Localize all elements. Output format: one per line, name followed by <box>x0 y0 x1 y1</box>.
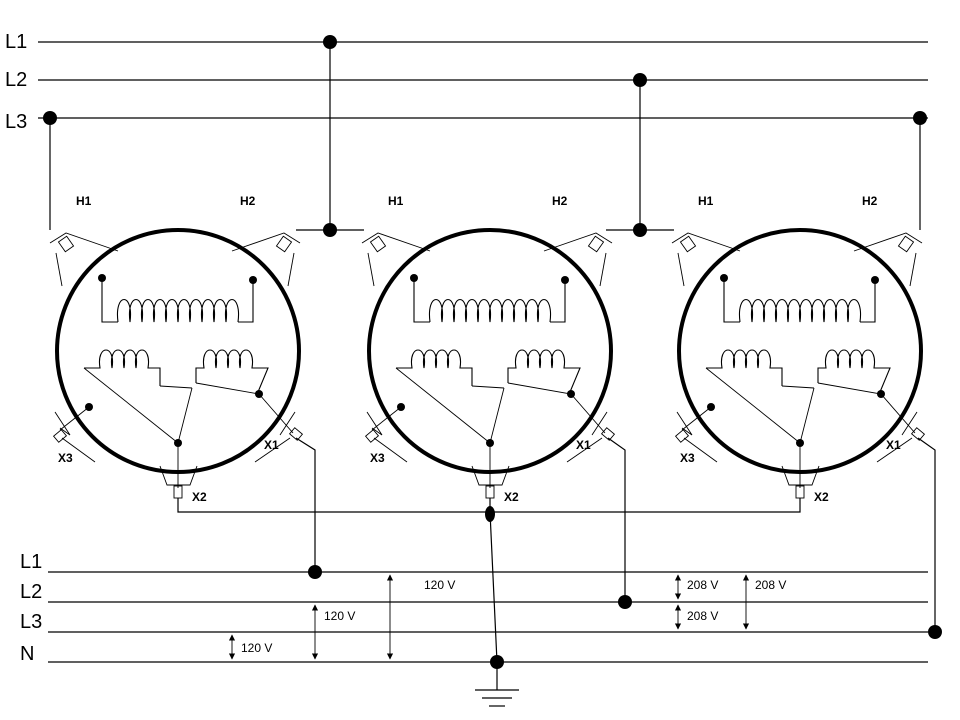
l2-l3-voltage: 208 V <box>687 609 718 623</box>
junction-dot <box>633 73 647 87</box>
voltage-annotations: 120 V 120 V 120 V 208 V 208 V 208 V <box>228 574 786 660</box>
junction-dot <box>323 223 337 237</box>
junction-dot <box>633 223 647 237</box>
h1-label: H1 <box>76 194 92 208</box>
l3-n-voltage: 120 V <box>241 641 272 655</box>
secondary-n-label: N <box>20 643 34 665</box>
junction-dot <box>928 625 942 639</box>
x3-label: X3 <box>680 451 695 465</box>
junction-dot <box>323 35 337 49</box>
junction-dot <box>43 111 57 125</box>
l1-l2-voltage: 208 V <box>687 578 718 592</box>
x1-label: X1 <box>886 438 901 452</box>
transformer-3: H1 H2 X1 X2 X3 <box>670 194 927 504</box>
x2-label: X2 <box>814 490 829 504</box>
x1-label: X1 <box>576 438 591 452</box>
h2-label: H2 <box>240 194 256 208</box>
transformer-2: H1 H2 X1 X2 X3 <box>360 194 617 504</box>
x2-label: X2 <box>504 490 519 504</box>
l2-n-voltage: 120 V <box>324 609 355 623</box>
transformer-1: H1 H2 X1 X2 X3 <box>48 194 305 504</box>
junction-dot <box>913 111 927 125</box>
primary-l3-label: L3 <box>5 111 27 133</box>
l1-n-voltage: 120 V <box>424 578 455 592</box>
h2-label: H2 <box>552 194 568 208</box>
h1-label: H1 <box>698 194 714 208</box>
h2-label: H2 <box>862 194 878 208</box>
x1-label: X1 <box>264 438 279 452</box>
secondary-wiring <box>177 437 942 690</box>
secondary-bus: L1 L2 L3 N <box>20 551 928 665</box>
l1-l3-voltage: 208 V <box>755 578 786 592</box>
x2-label: X2 <box>192 490 207 504</box>
secondary-l2-label: L2 <box>20 581 42 603</box>
primary-l2-label: L2 <box>5 69 27 91</box>
secondary-l1-label: L1 <box>20 551 42 573</box>
x3-label: X3 <box>58 451 73 465</box>
primary-bus: L1 L2 L3 <box>5 31 928 133</box>
h1-label: H1 <box>388 194 404 208</box>
primary-wiring <box>43 35 927 237</box>
primary-l1-label: L1 <box>5 31 27 53</box>
x3-label: X3 <box>370 451 385 465</box>
secondary-l3-label: L3 <box>20 611 42 633</box>
neutral-junction <box>485 506 495 522</box>
ground-icon <box>475 689 519 707</box>
